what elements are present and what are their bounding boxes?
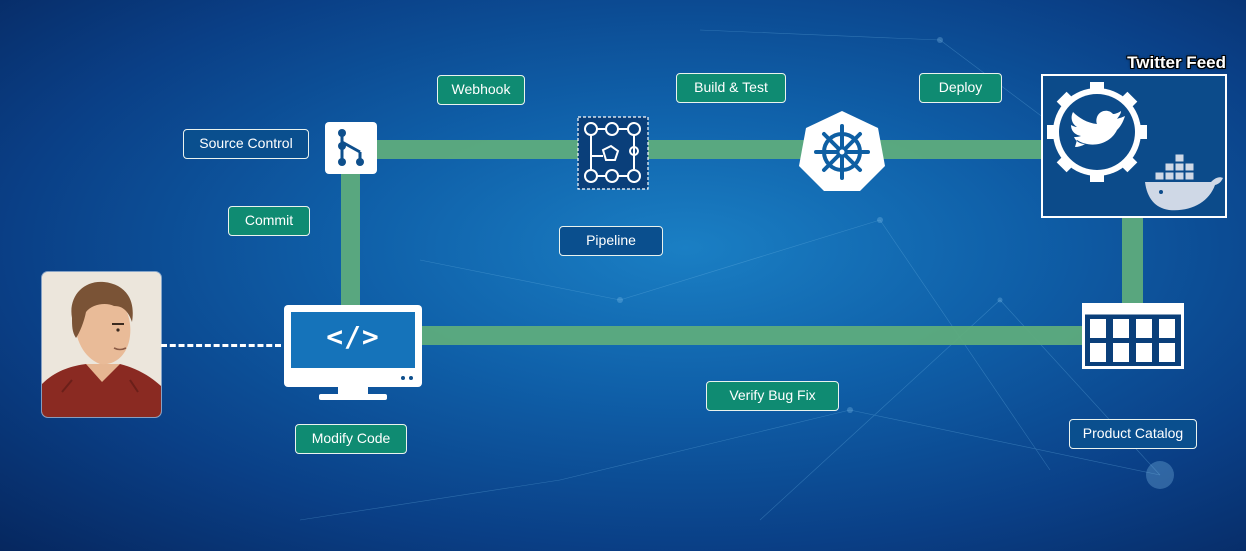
developer-avatar bbox=[42, 272, 161, 417]
label-webhook[interactable]: Webhook bbox=[437, 75, 525, 105]
label-deploy[interactable]: Deploy bbox=[919, 73, 1002, 103]
twitter-feed-title: Twitter Feed bbox=[1127, 53, 1226, 72]
developer-connector-dashed-line bbox=[161, 344, 281, 347]
pipe-right-vertical bbox=[1122, 216, 1143, 306]
product-catalog-grid-icon[interactable] bbox=[1082, 303, 1184, 369]
label-pipeline[interactable]: Pipeline bbox=[559, 226, 663, 256]
monitor-code-icon[interactable]: </> bbox=[283, 304, 423, 401]
label-verify-bug-fix[interactable]: Verify Bug Fix bbox=[706, 381, 839, 411]
pipe-left-vertical bbox=[341, 150, 360, 310]
label-build-test[interactable]: Build & Test bbox=[676, 73, 786, 103]
monitor-code-text: </> bbox=[326, 320, 380, 353]
docker-whale-icon bbox=[1145, 153, 1223, 211]
git-icon[interactable] bbox=[325, 122, 377, 174]
twitter-feed-service[interactable] bbox=[1041, 74, 1227, 218]
label-commit[interactable]: Commit bbox=[228, 206, 310, 236]
kubernetes-helm-icon[interactable] bbox=[798, 109, 886, 193]
pipeline-icon[interactable] bbox=[577, 116, 649, 190]
label-modify-code[interactable]: Modify Code bbox=[295, 424, 407, 454]
twitter-gear-icon bbox=[1047, 82, 1223, 211]
label-source-control[interactable]: Source Control bbox=[183, 129, 309, 159]
pipe-bottom bbox=[420, 326, 1084, 345]
pipe-top bbox=[348, 140, 1046, 159]
label-product-catalog[interactable]: Product Catalog bbox=[1069, 419, 1197, 449]
